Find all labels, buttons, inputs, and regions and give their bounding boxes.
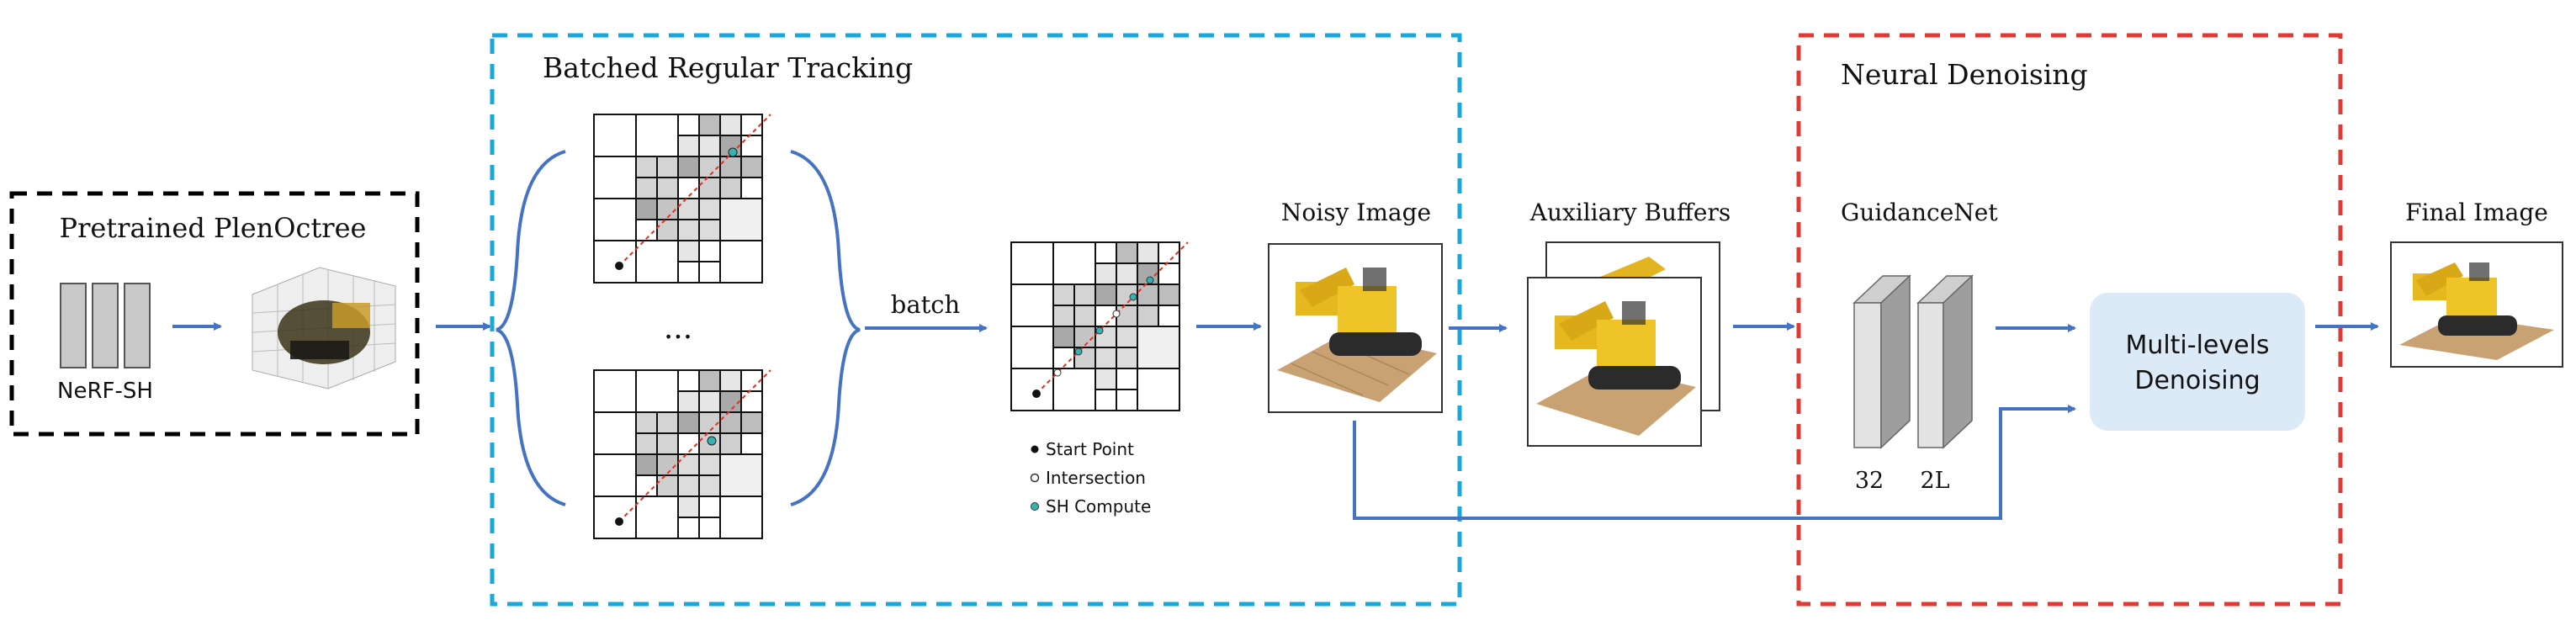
left-brace	[496, 150, 566, 506]
legend-sh-compute: SH Compute	[1046, 496, 1151, 517]
aux-buffers-title: Auxiliary Buffers	[1529, 199, 1731, 226]
noisy-image-frame	[1268, 243, 1443, 413]
guidancenet-layer-2l	[1916, 274, 1974, 449]
legend-start-point: Start Point	[1046, 439, 1134, 459]
pretrained-title: Pretrained PlenOctree	[60, 212, 367, 244]
batched-regular-tracking-panel: Batched Regular Tracking ... batch	[490, 33, 1462, 607]
denoising-title: Neural Denoising	[1841, 58, 2088, 91]
ellipsis: ...	[664, 311, 692, 346]
tracking-legend: Start Point Intersection SH Compute	[1030, 439, 1151, 517]
octree-grid-top	[593, 114, 771, 284]
skip-connection-noisy-to-denoising	[1353, 405, 2076, 520]
octree-grid-batched	[1010, 241, 1189, 411]
right-brace	[790, 150, 861, 506]
nerf-sh-label: NeRF-SH	[57, 379, 153, 404]
final-image: Final Image	[2390, 199, 2563, 368]
final-image-title: Final Image	[2405, 199, 2548, 226]
noisy-image-title: Noisy Image	[1281, 199, 1431, 226]
plenoctree-volume-image	[252, 267, 396, 390]
neural-denoising-panel: Neural Denoising GuidanceNet 32 2L Multi…	[1796, 33, 2343, 607]
pretrained-plenoctree-panel: Pretrained PlenOctree NeRF-SH	[9, 191, 420, 437]
batch-label: batch	[891, 290, 960, 319]
multi-levels-denoising-box	[2090, 293, 2305, 431]
multi-levels-line2: Denoising	[2134, 366, 2260, 395]
guidancenet-layer-32	[1852, 274, 1911, 449]
layer-2l-label: 2L	[1920, 468, 1949, 494]
multi-levels-line1: Multi-levels	[2125, 331, 2269, 360]
layer-32-label: 32	[1855, 468, 1884, 494]
nerf-sh-mlp-icon	[60, 283, 151, 368]
tracking-title: Batched Regular Tracking	[543, 51, 913, 84]
guidancenet-title: GuidanceNet	[1841, 199, 1998, 226]
auxiliary-buffers: Auxiliary Buffers	[1527, 199, 1731, 447]
octree-grid-bottom	[593, 369, 771, 539]
legend-intersection: Intersection	[1046, 468, 1146, 488]
